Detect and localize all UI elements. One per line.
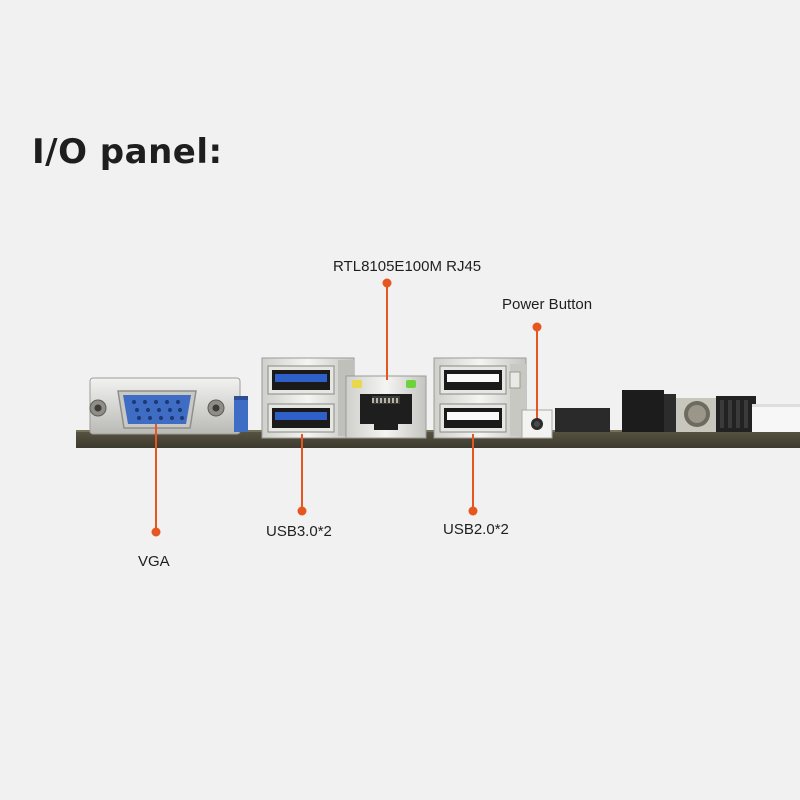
usb2-ports: [433, 357, 527, 439]
vga-label: VGA: [138, 553, 170, 570]
pcb-board: [76, 430, 800, 448]
usb2-label: USB2.0*2: [443, 521, 509, 538]
usb3-label: USB3.0*2: [266, 523, 332, 540]
rj45-label: RTL8105E100M RJ45: [333, 258, 482, 275]
power-button-label: Power Button: [502, 296, 593, 313]
page-title: I/O panel:: [32, 132, 223, 172]
callout-lines: [151, 278, 542, 537]
rj45-port: [345, 375, 427, 439]
usb3-ports: [261, 357, 355, 439]
vga-port: [89, 377, 248, 435]
rear-components: [555, 390, 800, 432]
